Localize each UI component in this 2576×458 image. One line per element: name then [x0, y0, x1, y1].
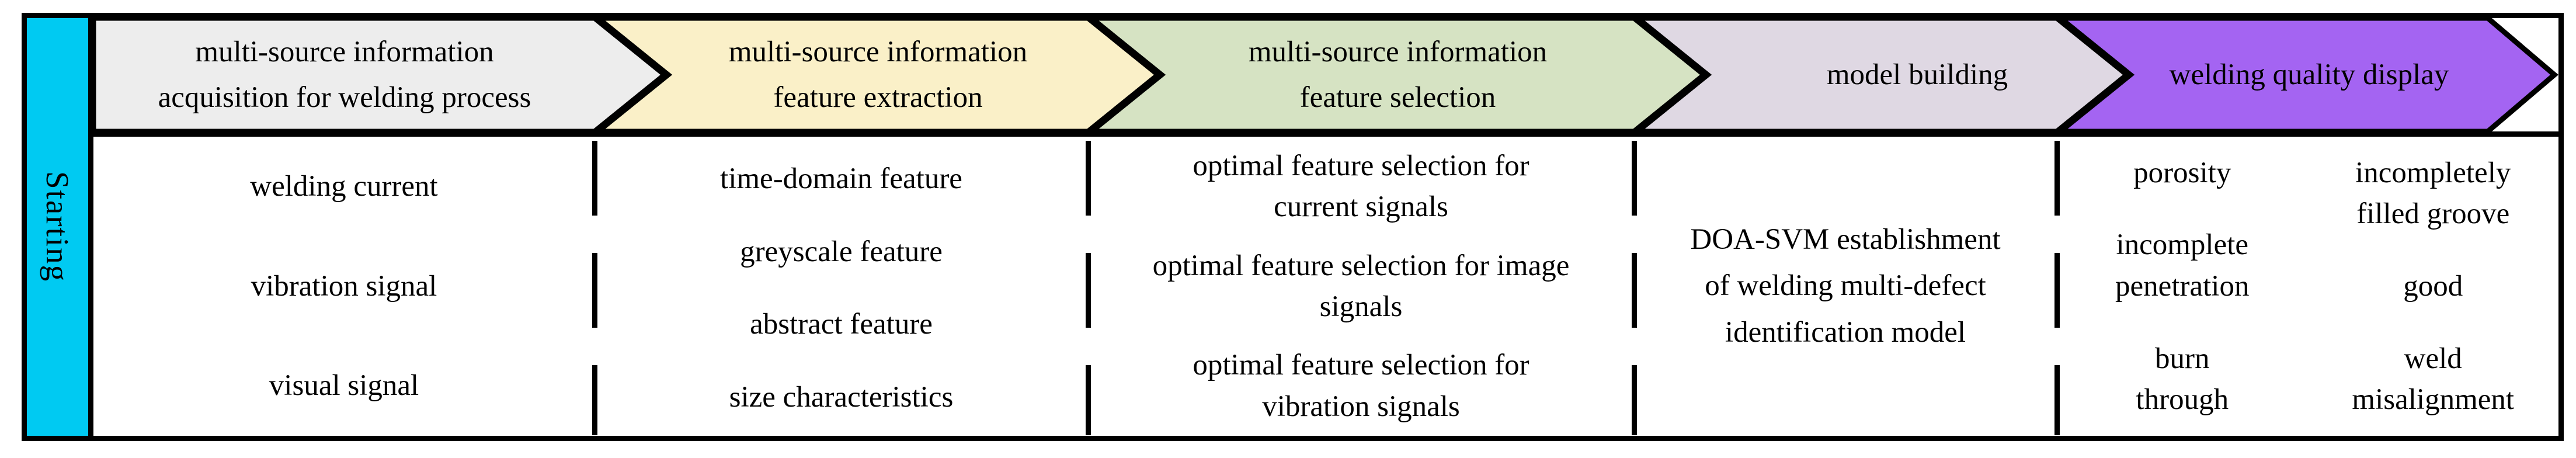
- item-selection-current: optimal feature selection for current si…: [1193, 149, 1529, 224]
- item-incompletely-filled-groove: incompletely filled groove: [2355, 156, 2511, 231]
- item-welding-current: welding current: [250, 170, 438, 203]
- diagram-frame: Starting multi-source information acquis…: [22, 13, 2564, 441]
- chevron-step-extraction: [593, 18, 1163, 131]
- chevron-step-model: [1633, 18, 2132, 131]
- dashed-separator-1: [592, 141, 597, 435]
- item-incomplete-penetration: incomplete penetration: [2115, 228, 2250, 303]
- dashed-separator-3: [1632, 141, 1637, 435]
- item-good: good: [2403, 269, 2463, 303]
- item-abstract-feature: abstract feature: [750, 308, 933, 341]
- diagram-main: multi-source information acquisition for…: [93, 18, 2558, 436]
- quality-subcolumn-right: incompletely filled groove good weld mis…: [2308, 137, 2559, 436]
- chevron-step-selection: [1087, 18, 1709, 131]
- item-porosity: porosity: [2133, 156, 2231, 189]
- item-greyscale-feature: greyscale feature: [740, 235, 943, 268]
- header-divider-line: [93, 131, 2558, 137]
- item-weld-misalignment: weld misalignment: [2352, 342, 2515, 416]
- chevron-step-acquisition: [93, 18, 669, 131]
- content-area: welding current vibration signal visual …: [93, 137, 2558, 436]
- item-size-characteristics: size characteristics: [729, 380, 954, 414]
- item-vibration-signal: vibration signal: [251, 269, 437, 303]
- column-acquisition: welding current vibration signal visual …: [93, 137, 595, 436]
- header-band: multi-source information acquisition for…: [93, 18, 2558, 131]
- item-doa-svm-model: DOA-SVM establishment of welding multi-d…: [1690, 223, 2001, 349]
- dashed-separator-2: [1086, 141, 1091, 435]
- item-visual-signal: visual signal: [269, 369, 419, 403]
- column-model-building: DOA-SVM establishment of welding multi-d…: [1634, 137, 2057, 436]
- chevron-arrows: [93, 18, 2558, 131]
- column-extraction: time-domain feature greyscale feature ab…: [595, 137, 1088, 436]
- item-selection-vibration: optimal feature selection for vibration …: [1193, 349, 1529, 423]
- dashed-separator-4: [2054, 141, 2060, 435]
- item-selection-image: optimal feature selection for image sign…: [1152, 249, 1570, 323]
- starting-bar: Starting: [27, 18, 93, 436]
- item-time-domain-feature: time-domain feature: [720, 162, 962, 196]
- starting-label: Starting: [40, 171, 75, 283]
- column-selection: optimal feature selection for current si…: [1088, 137, 1634, 436]
- quality-subcolumn-left: porosity incomplete penetration burn thr…: [2057, 137, 2308, 436]
- chevron-step-display: [2056, 18, 2558, 131]
- column-quality-display: porosity incomplete penetration burn thr…: [2057, 137, 2558, 436]
- item-burn-through: burn through: [2136, 342, 2229, 416]
